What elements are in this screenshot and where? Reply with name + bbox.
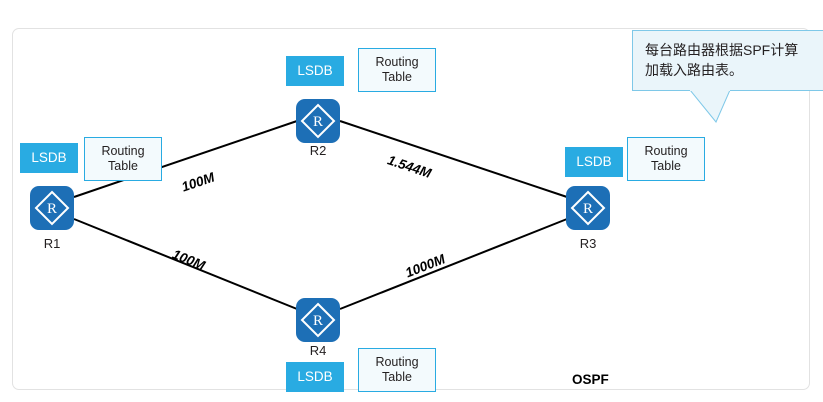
- callout-box: 每台路由器根据SPF计算 加载入路由表。: [632, 30, 823, 91]
- routing-table-line2: Table: [382, 70, 412, 84]
- routing-table-text-r1: Routing Table: [101, 144, 144, 175]
- routing-table-line1: Routing: [101, 143, 145, 158]
- routing-table-r4: Routing Table: [358, 348, 436, 392]
- routing-table-text-r4: Routing Table: [375, 355, 418, 386]
- routing-table-line1: Routing: [375, 54, 419, 69]
- node-label-r2: R2: [309, 143, 327, 158]
- routing-table-r1: Routing Table: [84, 137, 162, 181]
- node-label-r3: R3: [579, 236, 597, 251]
- callout-line1: 每台路由器根据SPF计算: [645, 42, 799, 58]
- router-icon: R: [300, 103, 336, 139]
- routing-table-text-r2: Routing Table: [375, 55, 418, 86]
- lsdb-badge-r1: LSDB: [20, 143, 78, 173]
- routing-table-r2: Routing Table: [358, 48, 436, 92]
- router-node-r1[interactable]: R: [30, 186, 74, 230]
- routing-table-line2: Table: [108, 159, 138, 173]
- svg-text:R: R: [47, 201, 57, 217]
- lsdb-badge-r3: LSDB: [565, 147, 623, 177]
- router-icon: R: [570, 190, 606, 226]
- svg-text:R: R: [583, 201, 593, 217]
- router-node-r4[interactable]: R: [296, 298, 340, 342]
- router-icon: R: [300, 302, 336, 338]
- router-icon: R: [34, 190, 70, 226]
- node-label-r1: R1: [43, 236, 61, 251]
- routing-table-line1: Routing: [375, 354, 419, 369]
- protocol-label-ospf: OSPF: [572, 372, 609, 387]
- lsdb-badge-r4: LSDB: [286, 362, 344, 392]
- routing-table-line2: Table: [382, 370, 412, 384]
- routing-table-line1: Routing: [644, 143, 688, 158]
- router-node-r2[interactable]: R: [296, 99, 340, 143]
- routing-table-r3: Routing Table: [627, 137, 705, 181]
- routing-table-line2: Table: [651, 159, 681, 173]
- routing-table-text-r3: Routing Table: [644, 144, 687, 175]
- router-node-r3[interactable]: R: [566, 186, 610, 230]
- lsdb-badge-r2: LSDB: [286, 56, 344, 86]
- svg-text:R: R: [313, 313, 323, 329]
- svg-text:R: R: [313, 114, 323, 130]
- node-label-r4: R4: [309, 343, 327, 358]
- callout-line2: 加载入路由表。: [645, 62, 743, 79]
